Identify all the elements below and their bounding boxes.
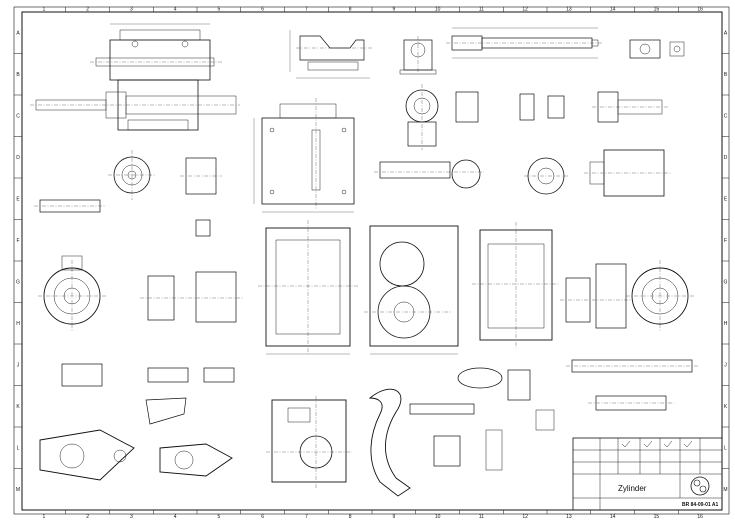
zone-label-row: A (16, 31, 20, 37)
zone-label-row: K (724, 404, 728, 410)
zone-label-column: 11 (479, 7, 484, 13)
zone-label-column: 2 (86, 7, 89, 13)
zone-label-column: 3 (130, 7, 133, 13)
view-large-flange-left (38, 255, 106, 332)
view-shaft-with-disc (374, 157, 568, 195)
zone-label-row: J (17, 363, 20, 369)
zone-label-column: 14 (610, 514, 616, 520)
view-bracket (399, 36, 437, 75)
zone-label-column: 7 (305, 514, 308, 520)
view-lower-left-parts (39, 363, 235, 481)
zone-label-column: 1 (42, 7, 45, 13)
zone-label-column: 13 (566, 514, 572, 520)
zone-label-column: 5 (217, 7, 220, 13)
zone-label-row: F (724, 238, 727, 244)
view-housing-flange-small (108, 150, 222, 200)
zone-label-column: 8 (349, 7, 352, 13)
zone-label-row: H (724, 321, 728, 327)
view-flange-right (455, 91, 668, 123)
zone-label-column: 6 (261, 7, 264, 13)
zone-label-column: 3 (130, 514, 133, 520)
zone-label-row: K (16, 404, 20, 410)
view-block-right (584, 149, 672, 197)
zone-label-row: E (16, 197, 20, 203)
zone-label-column: 14 (610, 7, 616, 13)
drawing-number: BR 84-09-01 A1 (682, 502, 718, 508)
zone-label-row: M (723, 487, 727, 493)
view-housing-front-right (472, 222, 560, 348)
view-profile-top (289, 30, 372, 79)
zone-label-column: 7 (305, 7, 308, 13)
zone-label-row: L (17, 446, 20, 452)
zone-label-row: G (724, 280, 728, 286)
zone-label-column: 10 (435, 514, 441, 520)
zone-label-row: G (16, 280, 20, 286)
zone-label-column: 10 (435, 7, 441, 13)
zone-label-row: L (724, 446, 727, 452)
outer-border (13, 6, 730, 515)
view-bracket-right (560, 263, 632, 329)
view-lower-bars (409, 359, 698, 471)
drawing-title: Zylinder (618, 484, 647, 493)
zone-label-row: C (724, 114, 728, 120)
company-logo (690, 476, 710, 496)
zone-label-column: 4 (174, 514, 177, 520)
view-housing-front-left (258, 220, 358, 355)
zone-label-column: 1 (42, 514, 45, 520)
zone-label-column: 9 (392, 514, 395, 520)
view-large-flange-right (626, 260, 694, 332)
zone-label-column: 2 (86, 514, 89, 520)
zone-label-row: A (724, 31, 728, 37)
zone-label-row: C (16, 114, 20, 120)
zone-label-row: E (724, 197, 728, 203)
zone-label-column: 12 (522, 7, 528, 13)
zone-label-column: 16 (697, 7, 703, 13)
zone-labels-left: A B C D E F G H J K L M (14, 31, 22, 493)
zone-label-row: F (16, 238, 19, 244)
zone-labels-right: A B C D E F G H J K L M (722, 31, 729, 493)
view-curved-arm (368, 388, 411, 497)
zone-label-row: J (724, 363, 727, 369)
title-block: Zylinder BR 84-09-01 A1 (572, 437, 723, 511)
zone-label-column: 13 (566, 7, 572, 13)
zone-label-column: 15 (654, 7, 660, 13)
view-stacked-blocks (140, 271, 244, 323)
view-housing-section-top (253, 98, 355, 213)
zone-label-row: D (16, 155, 20, 161)
zone-label-column: 9 (392, 7, 395, 13)
view-housing-lower (266, 396, 352, 488)
view-column-part (405, 84, 439, 150)
zone-label-column: 12 (522, 514, 528, 520)
view-gear-section-center (364, 225, 459, 355)
view-small-part-top-right (629, 39, 685, 59)
zone-label-row: D (724, 155, 728, 161)
view-shaft-top-right (446, 27, 602, 59)
zone-label-row: H (16, 321, 20, 327)
zone-label-column: 6 (261, 514, 264, 520)
zone-label-column: 4 (174, 7, 177, 13)
zone-label-row: M (16, 487, 20, 493)
zone-label-column: 5 (217, 514, 220, 520)
zone-label-column: 8 (349, 514, 352, 520)
zone-label-column: 16 (697, 514, 703, 520)
zone-label-row: B (16, 72, 20, 78)
zone-label-column: 15 (654, 514, 660, 520)
view-small-parts-left (34, 199, 211, 237)
zone-label-row: B (724, 72, 728, 78)
zone-label-column: 11 (479, 514, 484, 520)
view-assembly-top-left (30, 23, 240, 131)
